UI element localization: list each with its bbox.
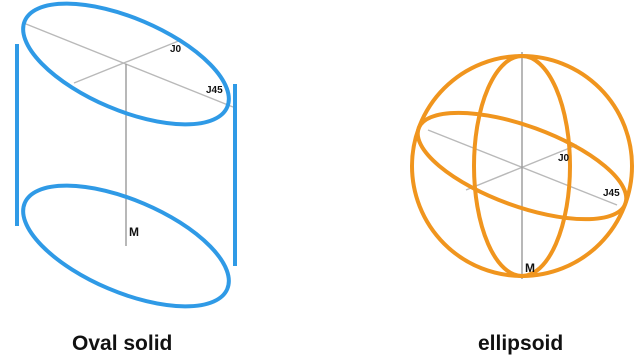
oval-solid-caption: Oval solid [72, 332, 173, 355]
oval-solid-top-ellipse [21, 1, 231, 127]
ellipsoid-equator-ellipse [415, 110, 629, 222]
oval-solid-label-j45: J45 [206, 85, 223, 96]
oval-solid-bottom-ellipse [21, 183, 231, 309]
ellipsoid-label-m: M [525, 261, 535, 275]
oval-solid-label-m: M [129, 225, 139, 239]
ellipsoid-caption: ellipsoid [478, 332, 564, 355]
ellipsoid-figure: J0 J45 M [410, 52, 634, 279]
ellipsoid-label-j0: J0 [558, 153, 570, 164]
ellipsoid-label-j45: J45 [603, 188, 620, 199]
oval-solid-axis-j0 [25, 23, 234, 108]
oval-solid-figure: J0 J45 M [15, 1, 237, 309]
ellipsoid-meridian-ellipse [472, 54, 572, 278]
oval-solid-axis-j45 [73, 39, 182, 84]
oval-solid-label-j0: J0 [170, 44, 182, 55]
